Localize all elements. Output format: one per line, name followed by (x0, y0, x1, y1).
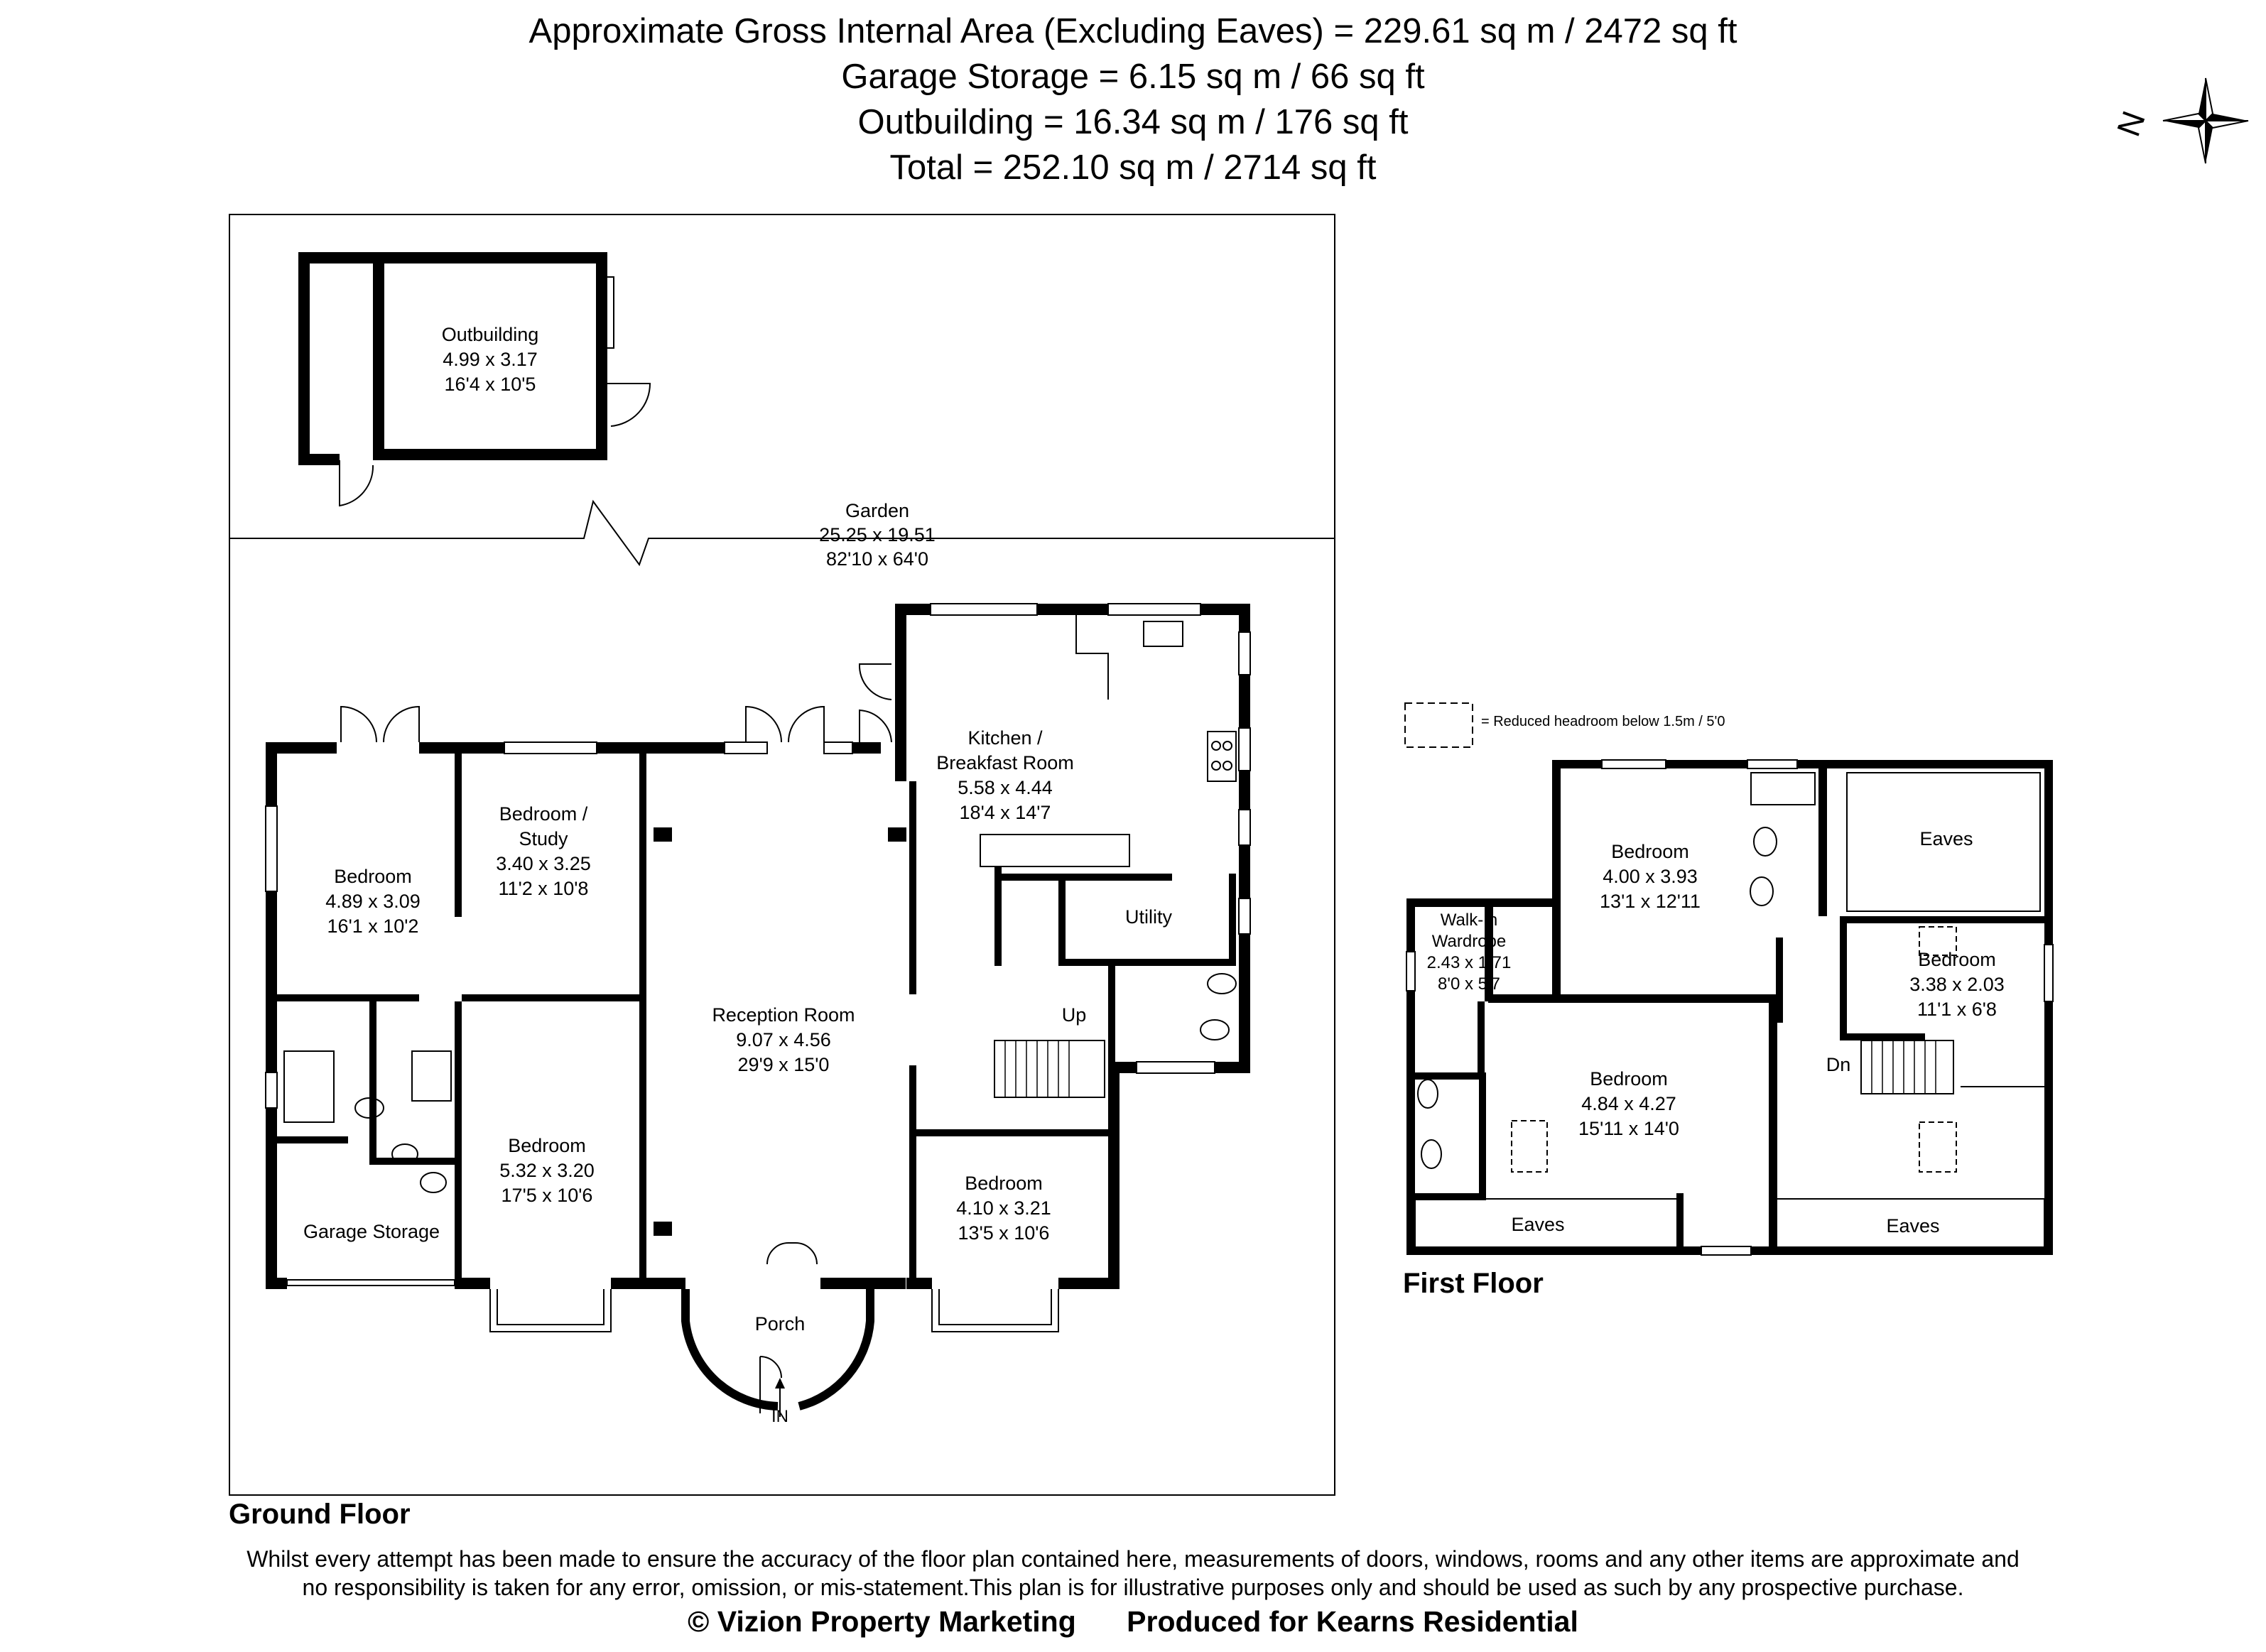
ff-wardrobe-name-1: Walk-In (1441, 911, 1497, 930)
ground-floor-windows (265, 603, 1251, 1332)
study-imperial: 11'2 x 10'8 (499, 878, 589, 899)
compass-north-icon: N (2110, 77, 2249, 164)
bedroom-left-metric: 4.89 x 3.09 (325, 891, 421, 912)
garden-metric: 25.25 x 19.51 (819, 524, 936, 545)
utility-name: Utility (1125, 906, 1172, 928)
ff-bedroom-right-imperial: 11'1 x 6'8 (1917, 999, 1997, 1020)
room-bedroom-left: Bedroom 4.89 x 3.09 16'1 x 10'2 (325, 866, 421, 937)
first-floor-title: First Floor (1403, 1268, 1544, 1299)
bedroom-right-name: Bedroom (965, 1173, 1043, 1194)
reception-metric: 9.07 x 4.56 (736, 1029, 831, 1050)
eaves-top-box (1846, 772, 2041, 912)
gross-internal-area: Approximate Gross Internal Area (Excludi… (528, 12, 1738, 50)
room-study: Bedroom / Study 3.40 x 3.25 11'2 x 10'8 (496, 803, 591, 899)
outbuilding-metric: 4.99 x 3.17 (443, 349, 538, 370)
ground-floor-title: Ground Floor (229, 1499, 411, 1530)
reduced-headroom-swatch (1404, 702, 1473, 748)
kitchen-imperial: 18'4 x 14'7 (960, 802, 1051, 823)
ff-bedroom-main-metric: 4.84 x 4.27 (1581, 1093, 1676, 1114)
ff-wardrobe-name-2: Wardrobe (1432, 932, 1506, 951)
garage-storage-area: Garage Storage = 6.15 sq m / 66 sq ft (841, 58, 1425, 96)
disclaimer-line-1: Whilst every attempt has been made to en… (246, 1546, 2020, 1572)
kitchen-metric: 5.58 x 4.44 (958, 777, 1053, 798)
first-floor-bathroom (1417, 772, 1816, 1169)
study-name-1: Bedroom / (499, 803, 588, 825)
ff-wardrobe-metric: 2.43 x 1.71 (1427, 953, 1512, 972)
outbuilding (298, 252, 651, 507)
kitchen-name-2: Breakfast Room (936, 752, 1074, 773)
outbuilding-imperial: 16'4 x 10'5 (445, 374, 536, 395)
bedroom-left-imperial: 16'1 x 10'2 (327, 915, 419, 937)
total-area: Total = 252.10 sq m / 2714 sq ft (889, 148, 1377, 187)
reception-imperial: 29'9 x 15'0 (738, 1054, 830, 1075)
outbuilding-name: Outbuilding (442, 324, 539, 345)
garden-divider (229, 499, 1335, 567)
ff-bedroom-right-name: Bedroom (1918, 949, 1996, 970)
bathroom-fixtures (283, 973, 1237, 1193)
site-boundary (229, 214, 1335, 1496)
ff-wardrobe-imperial: 8'0 x 5'7 (1438, 974, 1500, 994)
ground-floor-stairs (994, 1040, 1105, 1098)
ff-bedroom-main-imperial: 15'11 x 14'0 (1578, 1118, 1679, 1139)
ff-bedroom-top-name: Bedroom (1611, 841, 1689, 862)
porch (681, 1242, 874, 1417)
ff-bedroom-top-imperial: 13'1 x 12'11 (1600, 891, 1701, 912)
bedroom-right-imperial: 13'5 x 10'6 (958, 1222, 1050, 1244)
stairs-up-label: Up (1062, 1004, 1087, 1026)
bedroom-left-name: Bedroom (334, 866, 412, 887)
ff-eaves-left: Eaves (1511, 1214, 1564, 1235)
kitchen-name-1: Kitchen / (967, 727, 1043, 749)
room-reception: Reception Room 9.07 x 4.56 29'9 x 15'0 (712, 1004, 855, 1075)
first-floor-windows (1406, 759, 2054, 1256)
ff-room-bedroom-top: Bedroom 4.00 x 3.93 13'1 x 12'11 (1600, 841, 1701, 912)
legend-label: = Reduced headroom below 1.5m / 5'0 (1481, 714, 1725, 729)
porch-name: Porch (755, 1313, 806, 1335)
room-garden: Garden 25.25 x 19.51 82'10 x 64'0 (819, 500, 936, 570)
area-summary: Approximate Gross Internal Area (Excludi… (0, 9, 2266, 190)
ff-bedroom-main-name: Bedroom (1590, 1068, 1668, 1089)
kitchen-fittings (340, 615, 1237, 867)
copyright: © Vizion Property Marketing (688, 1605, 1076, 1638)
bedroom-mid-name: Bedroom (508, 1135, 586, 1156)
first-floor-walls (1406, 760, 2053, 1255)
ff-room-wardrobe: Walk-In Wardrobe 2.43 x 1.71 8'0 x 5'7 (1427, 911, 1512, 994)
bedroom-mid-imperial: 17'5 x 10'6 (502, 1185, 593, 1206)
entrance-label: IN (771, 1407, 788, 1426)
garden-name: Garden (845, 500, 909, 521)
room-porch: Porch IN (755, 1313, 806, 1426)
room-utility: Utility (1125, 906, 1172, 928)
compass-label: N (2110, 107, 2152, 141)
room-kitchen: Kitchen / Breakfast Room 5.58 x 4.44 18'… (936, 727, 1074, 823)
ff-eaves-top: Eaves (1919, 828, 1973, 849)
ground-floor-walls (266, 604, 1250, 1289)
disclaimer: Whilst every attempt has been made to en… (0, 1545, 2266, 1602)
bedroom-right-metric: 4.10 x 3.21 (956, 1197, 1051, 1219)
disclaimer-line-2: no responsibility is taken for any error… (302, 1575, 1964, 1600)
study-metric: 3.40 x 3.25 (496, 853, 591, 874)
produced-for: Produced for Kearns Residential (1127, 1605, 1578, 1638)
room-bedroom-right: Bedroom 4.10 x 3.21 13'5 x 10'6 (956, 1173, 1051, 1244)
room-bedroom-mid: Bedroom 5.32 x 3.20 17'5 x 10'6 (499, 1135, 595, 1206)
ff-stairs-down-label: Dn (1826, 1054, 1851, 1075)
ff-bedroom-top-metric: 4.00 x 3.93 (1603, 866, 1698, 887)
ff-bedroom-right-metric: 3.38 x 2.03 (1909, 974, 2005, 995)
ff-room-bedroom-right: Bedroom 3.38 x 2.03 11'1 x 6'8 (1909, 949, 2005, 1020)
ff-room-bedroom-main: Bedroom 4.84 x 4.27 15'11 x 14'0 (1578, 1068, 1679, 1139)
reception-name: Reception Room (712, 1004, 855, 1026)
bedroom-mid-metric: 5.32 x 3.20 (499, 1160, 595, 1181)
outbuilding-area: Outbuilding = 16.34 sq m / 176 sq ft (857, 103, 1409, 141)
room-garage-storage: Garage Storage (303, 1221, 440, 1242)
garage-storage-name: Garage Storage (303, 1221, 440, 1242)
ff-eaves-right: Eaves (1886, 1215, 1939, 1237)
reduced-headroom-markers (1511, 926, 1957, 1173)
credits: © Vizion Property Marketing Produced for… (0, 1605, 2266, 1639)
study-name-2: Study (519, 828, 568, 849)
room-outbuilding: Outbuilding 4.99 x 3.17 16'4 x 10'5 (442, 324, 539, 395)
first-floor-stairs (1860, 1040, 2044, 1094)
garden-imperial: 82'10 x 64'0 (826, 548, 928, 570)
